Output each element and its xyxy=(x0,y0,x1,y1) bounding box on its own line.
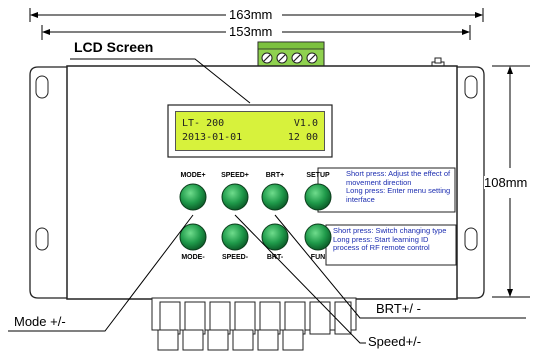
button-speed-plus[interactable] xyxy=(221,183,249,211)
lcd-screen-label: LCD Screen xyxy=(74,39,154,55)
button-fun[interactable] xyxy=(304,223,332,251)
button-mode-minus[interactable] xyxy=(179,223,207,251)
fun-note-line: Long press: Start learning ID xyxy=(333,234,429,244)
fun-note-line: Short press: Switch changing type xyxy=(333,226,447,235)
brt-plus-label: BRT+ xyxy=(265,172,285,179)
mode-plus-label: MODE+ xyxy=(180,172,206,179)
fun-note-line: process of RF remote control xyxy=(333,243,430,253)
dimension-163 xyxy=(29,8,484,22)
mode-callout: Mode +/- xyxy=(14,314,66,329)
mode-minus-label: MODE- xyxy=(181,254,205,261)
brt-leader-line xyxy=(274,214,526,319)
button-speed-minus[interactable] xyxy=(221,223,249,251)
speed-minus-label: SPEED- xyxy=(221,254,249,261)
button-mode-plus[interactable] xyxy=(179,183,207,211)
lcd-date: 2013-01-01 xyxy=(182,132,243,143)
brt-minus-label: BRT- xyxy=(266,254,284,261)
lcd-display: LT- 200 V1.0 2013-01-01 12 00 xyxy=(175,111,325,151)
lcd-leader-line xyxy=(70,58,251,104)
setup-note: Short press: Adjust the effect of moveme… xyxy=(346,169,451,205)
dimension-153-label: 153mm xyxy=(229,24,273,39)
bottom-connectors xyxy=(151,297,357,351)
fun-label: FUN xyxy=(310,254,326,261)
dimension-108 xyxy=(492,65,530,298)
button-brt-plus[interactable] xyxy=(261,183,289,211)
dimension-163-label: 163mm xyxy=(229,7,273,22)
fun-note-box xyxy=(325,224,457,266)
lcd-model: LT- 200 xyxy=(182,118,225,129)
dimension-153 xyxy=(41,25,471,40)
button-setup[interactable] xyxy=(304,183,332,211)
setup-note-line: movement direction xyxy=(346,177,412,187)
dimension-108-label: 108mm xyxy=(484,175,528,190)
button-brt-minus[interactable] xyxy=(261,223,289,251)
brt-callout: BRT+/ - xyxy=(376,301,421,316)
setup-note-line: interface xyxy=(346,194,375,204)
speed-leader-line xyxy=(234,214,366,344)
fun-note: Short press: Switch changing type Long p… xyxy=(333,226,447,253)
lcd-version: V1.0 xyxy=(293,118,318,129)
terminal-block xyxy=(257,41,325,67)
lcd-time: 12 00 xyxy=(287,132,318,143)
setup-note-line: Long press: Enter menu setting xyxy=(346,186,451,196)
right-flange xyxy=(455,66,485,299)
left-flange xyxy=(29,66,69,299)
speed-callout: Speed+/- xyxy=(368,334,422,349)
mode-leader-line xyxy=(8,214,194,332)
speed-plus-label: SPEED+ xyxy=(221,172,249,179)
setup-label: SETUP xyxy=(306,172,330,179)
setup-note-box xyxy=(317,167,456,213)
setup-note-line: Short press: Adjust the effect of xyxy=(346,169,451,178)
